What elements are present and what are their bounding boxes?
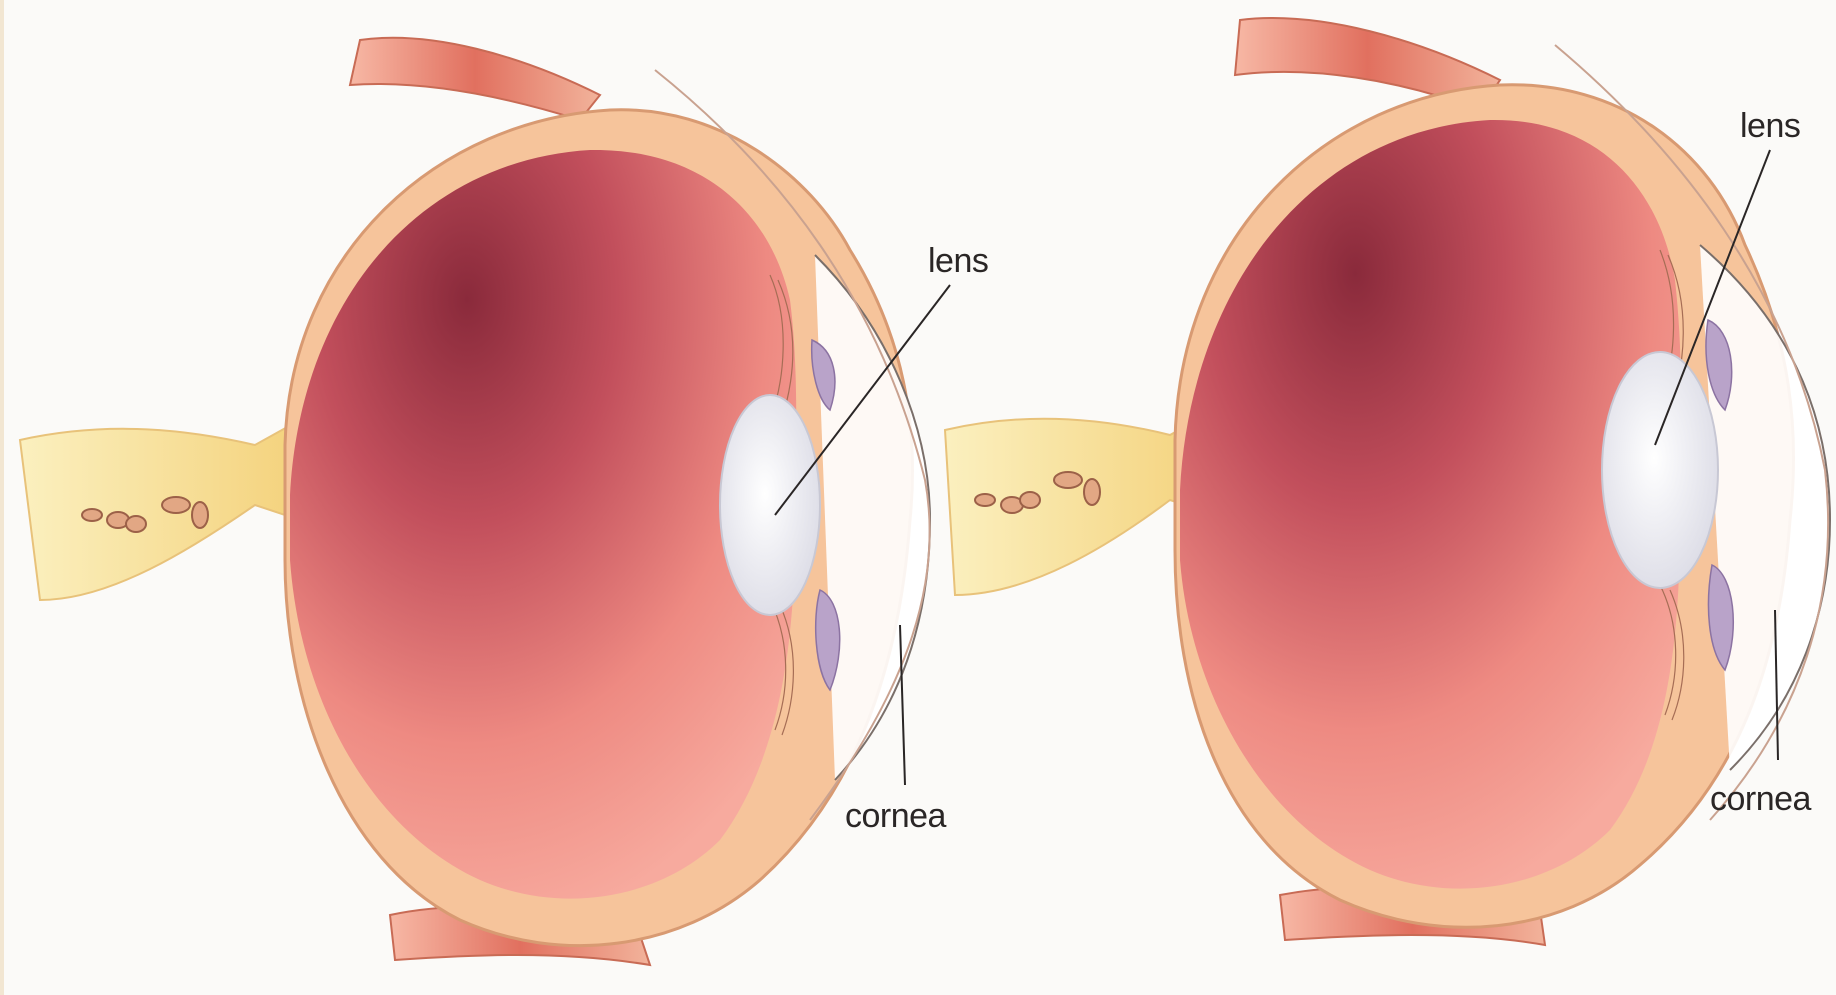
right-lens [1602, 352, 1718, 588]
left-lens-label: lens [928, 242, 988, 280]
right-eye: lens cornea [945, 18, 1830, 945]
left-cornea-label: cornea [845, 797, 947, 835]
left-eye: lens cornea [20, 38, 988, 965]
right-cornea-label: cornea [1710, 780, 1812, 818]
left-optic-nerve [20, 420, 300, 600]
left-lens [720, 395, 820, 615]
left-upper-muscle [350, 38, 600, 120]
right-lens-label: lens [1740, 107, 1800, 145]
